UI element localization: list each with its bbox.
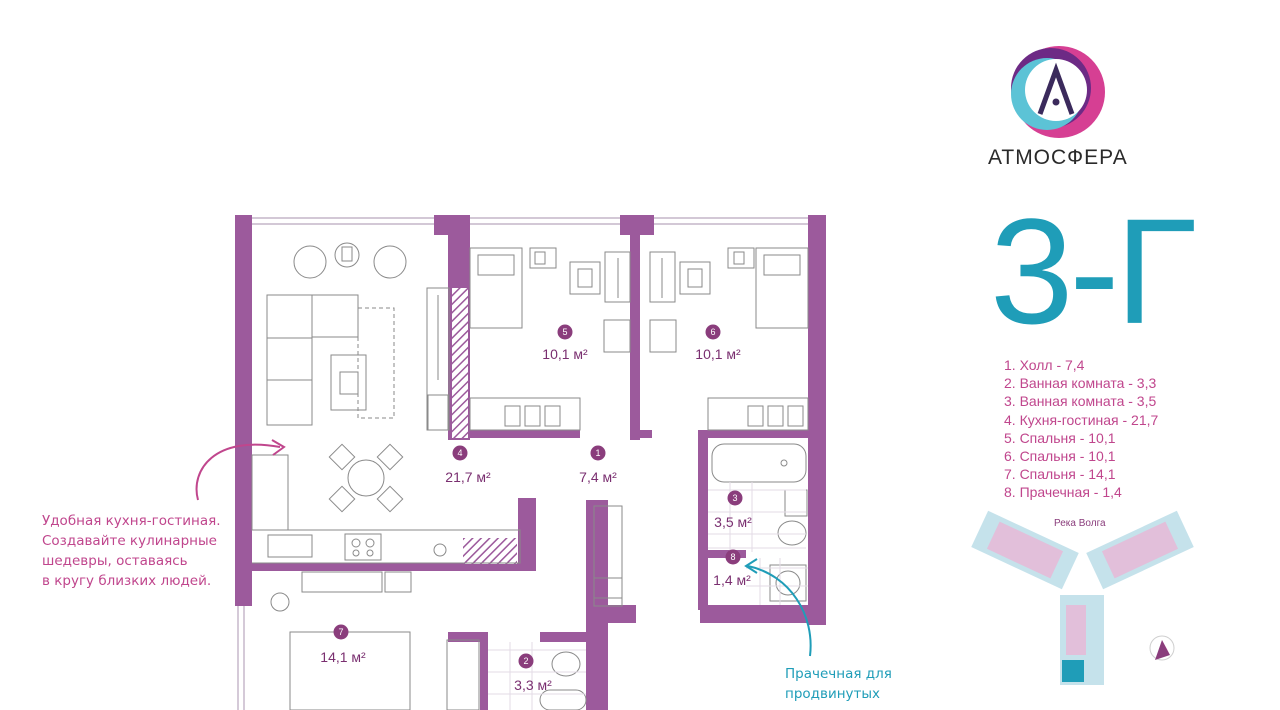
legend-item: 3. Ванная комната - 3,5 bbox=[1004, 393, 1157, 410]
kitchen-arrow-icon bbox=[195, 443, 281, 501]
duct-shaft bbox=[452, 288, 468, 438]
room-area-2: 3,3 м² bbox=[514, 677, 552, 693]
svg-text:6: 6 bbox=[710, 327, 715, 337]
legend-item: 1. Холл - 7,4 bbox=[1004, 357, 1085, 373]
room-marker-1: 1 7,4 м² bbox=[579, 445, 617, 485]
room-marker-2: 2 3,3 м² bbox=[514, 653, 552, 693]
room-area-1: 7,4 м² bbox=[579, 469, 617, 485]
laundry-arrow-icon bbox=[747, 565, 812, 657]
site-map bbox=[971, 510, 1194, 685]
laundry-note-line: продвинутых bbox=[785, 686, 881, 702]
room-area-5: 10,1 м² bbox=[542, 346, 588, 362]
furniture bbox=[251, 242, 809, 710]
brand-name: АТМОСФЕРА bbox=[988, 146, 1128, 169]
walls bbox=[235, 215, 826, 710]
tile-grid bbox=[488, 482, 808, 710]
room-area-8: 1,4 м² bbox=[713, 572, 751, 588]
svg-text:5: 5 bbox=[562, 327, 567, 337]
legend-item: 6. Спальня - 10,1 bbox=[1004, 448, 1116, 465]
legend-item: 7. Спальня - 14,1 bbox=[1004, 466, 1116, 483]
river-label: Река Волга bbox=[1054, 518, 1106, 529]
svg-text:7: 7 bbox=[338, 627, 343, 637]
room-area-3: 3,5 м² bbox=[714, 514, 752, 530]
room-marker-6: 6 10,1 м² bbox=[695, 324, 741, 362]
room-marker-4: 4 21,7 м² bbox=[445, 445, 491, 485]
kitchen-note-line: в кругу близких людей. bbox=[42, 573, 212, 589]
legend-item: 2. Ванная комната - 3,3 bbox=[1004, 375, 1157, 392]
room-marker-7: 7 14,1 м² bbox=[320, 624, 366, 665]
room-area-4: 21,7 м² bbox=[445, 469, 491, 485]
compass-icon bbox=[1149, 635, 1175, 661]
room-legend: 1. Холл - 7,4 2. Ванная комната - 3,3 3.… bbox=[1004, 356, 1158, 502]
laundry-note-line: Прачечная для bbox=[785, 666, 892, 682]
kitchen-note-line: шедевры, оставаясь bbox=[42, 553, 188, 569]
apartment-code: 3-Г bbox=[990, 187, 1197, 355]
svg-text:8: 8 bbox=[730, 552, 735, 562]
kitchen-note-line: Удобная кухня-гостиная. bbox=[42, 513, 221, 529]
legend-item: 8. Прачечная - 1,4 bbox=[1004, 484, 1122, 501]
atmosfera-logo-icon bbox=[1011, 46, 1105, 138]
room-area-6: 10,1 м² bbox=[695, 346, 741, 362]
windows bbox=[237, 217, 808, 710]
room-marker-5: 5 10,1 м² bbox=[542, 324, 588, 362]
room-area-7: 14,1 м² bbox=[320, 649, 366, 665]
legend-item: 5. Спальня - 10,1 bbox=[1004, 429, 1116, 446]
duct-shaft-kitchen bbox=[463, 538, 517, 564]
room-markers: 1 7,4 м² 2 3,3 м² 3 3,5 м² 4 21,7 м² 5 1… bbox=[320, 324, 752, 693]
laundry-note: Прачечная для продвинутых bbox=[785, 664, 892, 704]
svg-text:4: 4 bbox=[457, 448, 462, 458]
kitchen-note: Удобная кухня-гостиная. Создавайте кулин… bbox=[42, 511, 221, 591]
legend-item: 4. Кухня-гостиная - 21,7 bbox=[1004, 411, 1159, 428]
room-marker-8: 8 1,4 м² bbox=[713, 549, 751, 588]
annotation-arrows bbox=[195, 439, 812, 657]
svg-text:2: 2 bbox=[523, 656, 528, 666]
svg-text:1: 1 bbox=[595, 448, 600, 458]
svg-text:3: 3 bbox=[732, 493, 737, 503]
room-marker-3: 3 3,5 м² bbox=[714, 490, 752, 530]
kitchen-note-line: Создавайте кулинарные bbox=[42, 533, 217, 549]
